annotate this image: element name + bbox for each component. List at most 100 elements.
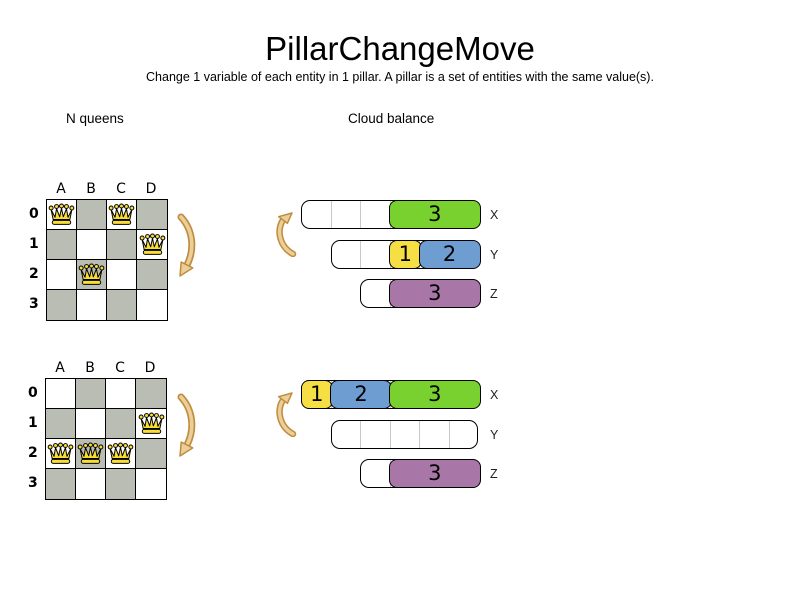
nqueens-section-label: N queens <box>66 111 124 126</box>
board-column-headers: A B C D <box>27 181 168 199</box>
column-label: A <box>55 360 65 376</box>
board-cell-C0 <box>106 379 136 409</box>
board-cell-D0 <box>137 200 167 230</box>
board-cell-C2 <box>106 439 136 469</box>
board-cell-D2 <box>136 439 166 469</box>
process-block: 3 <box>389 379 481 409</box>
row-label: 0 <box>29 206 39 222</box>
queen-icon <box>108 203 135 225</box>
board-cell-A1 <box>46 409 76 439</box>
process-block: 1 <box>300 379 333 409</box>
capacity-unit-divider <box>330 201 332 228</box>
queen-icon <box>48 203 75 225</box>
board-cell-B3 <box>76 469 106 499</box>
queen-icon <box>138 412 164 434</box>
board-corner-spacer <box>26 360 45 378</box>
row-label: 3 <box>28 475 38 491</box>
board-cell-B1 <box>76 409 106 439</box>
queen-icon <box>47 442 74 464</box>
computer-label: X <box>490 208 499 222</box>
move-arrow-down-icon <box>177 393 196 457</box>
board-cell-C2 <box>107 260 137 290</box>
computer-bar-X: 3 <box>301 199 481 229</box>
board-cell-D2 <box>137 260 167 290</box>
board-cell-C1 <box>107 230 137 260</box>
board-cell-B2 <box>77 260 107 290</box>
page-title: PillarChangeMove <box>265 30 535 67</box>
column-label: D <box>145 181 157 197</box>
computer-bar-Z: 3 <box>360 278 481 308</box>
row-label: 0 <box>28 385 38 401</box>
cloud-balance-section-label: Cloud balance <box>348 111 435 126</box>
queen-icon <box>78 263 105 285</box>
process-block: 2 <box>418 239 481 269</box>
process-block: 2 <box>330 379 392 409</box>
board-cell-C3 <box>106 469 136 499</box>
computer-bar-Z: 3 <box>360 458 481 488</box>
computer-label: Y <box>490 428 499 442</box>
column-label: B <box>86 181 96 197</box>
column-label: A <box>56 181 66 197</box>
computer-label: X <box>490 388 499 402</box>
board-row <box>46 379 166 409</box>
board-cell-B1 <box>77 230 107 260</box>
process-block: 3 <box>389 278 481 308</box>
computer-bar-Y <box>330 420 478 449</box>
board-cell-D3 <box>136 469 166 499</box>
process-block: 3 <box>389 199 481 229</box>
move-arrow-up-icon <box>276 392 297 437</box>
board-cell-A3 <box>47 290 77 320</box>
board-corner-spacer <box>27 181 46 199</box>
queen-icon <box>77 442 104 464</box>
process-block: 3 <box>389 458 481 488</box>
board-cell-C3 <box>107 290 137 320</box>
board-cell-D1 <box>137 230 167 260</box>
board-row <box>46 409 166 439</box>
board-row <box>46 469 166 499</box>
board-cell-C1 <box>106 409 136 439</box>
board-row <box>47 290 167 320</box>
capacity-unit-divider <box>360 201 361 228</box>
board-grid <box>46 199 168 321</box>
computer-label: Y <box>490 248 499 262</box>
row-label: 1 <box>28 415 38 431</box>
move-arrow-up-icon <box>276 212 297 257</box>
board-cell-A2 <box>47 260 77 290</box>
column-label: C <box>116 181 126 197</box>
queen-icon <box>107 442 134 464</box>
capacity-unit-divider <box>360 421 361 448</box>
board-row <box>47 230 167 260</box>
board-cell-A3 <box>46 469 76 499</box>
board-cell-C0 <box>107 200 137 230</box>
board-cell-A0 <box>47 200 77 230</box>
board-row <box>46 439 166 469</box>
board-cell-A1 <box>47 230 77 260</box>
queen-icon <box>139 233 165 255</box>
capacity-unit-divider <box>419 421 420 448</box>
board-cell-B3 <box>77 290 107 320</box>
board-cell-D1 <box>136 409 166 439</box>
board-row <box>47 200 167 230</box>
row-label: 1 <box>29 236 39 252</box>
capacity-unit-divider <box>389 421 391 448</box>
board-cell-A2 <box>46 439 76 469</box>
process-block: 1 <box>389 239 422 269</box>
row-label: 2 <box>29 266 39 282</box>
capacity-unit-divider <box>448 421 450 448</box>
column-label: B <box>85 360 95 376</box>
computer-label: Z <box>490 467 498 481</box>
computer-label: Z <box>490 287 498 301</box>
board-cell-B0 <box>77 200 107 230</box>
board-row <box>47 260 167 290</box>
board-cell-B2 <box>76 439 106 469</box>
column-label: C <box>115 360 125 376</box>
board-cell-A0 <box>46 379 76 409</box>
move-arrow-down-icon <box>177 213 196 277</box>
